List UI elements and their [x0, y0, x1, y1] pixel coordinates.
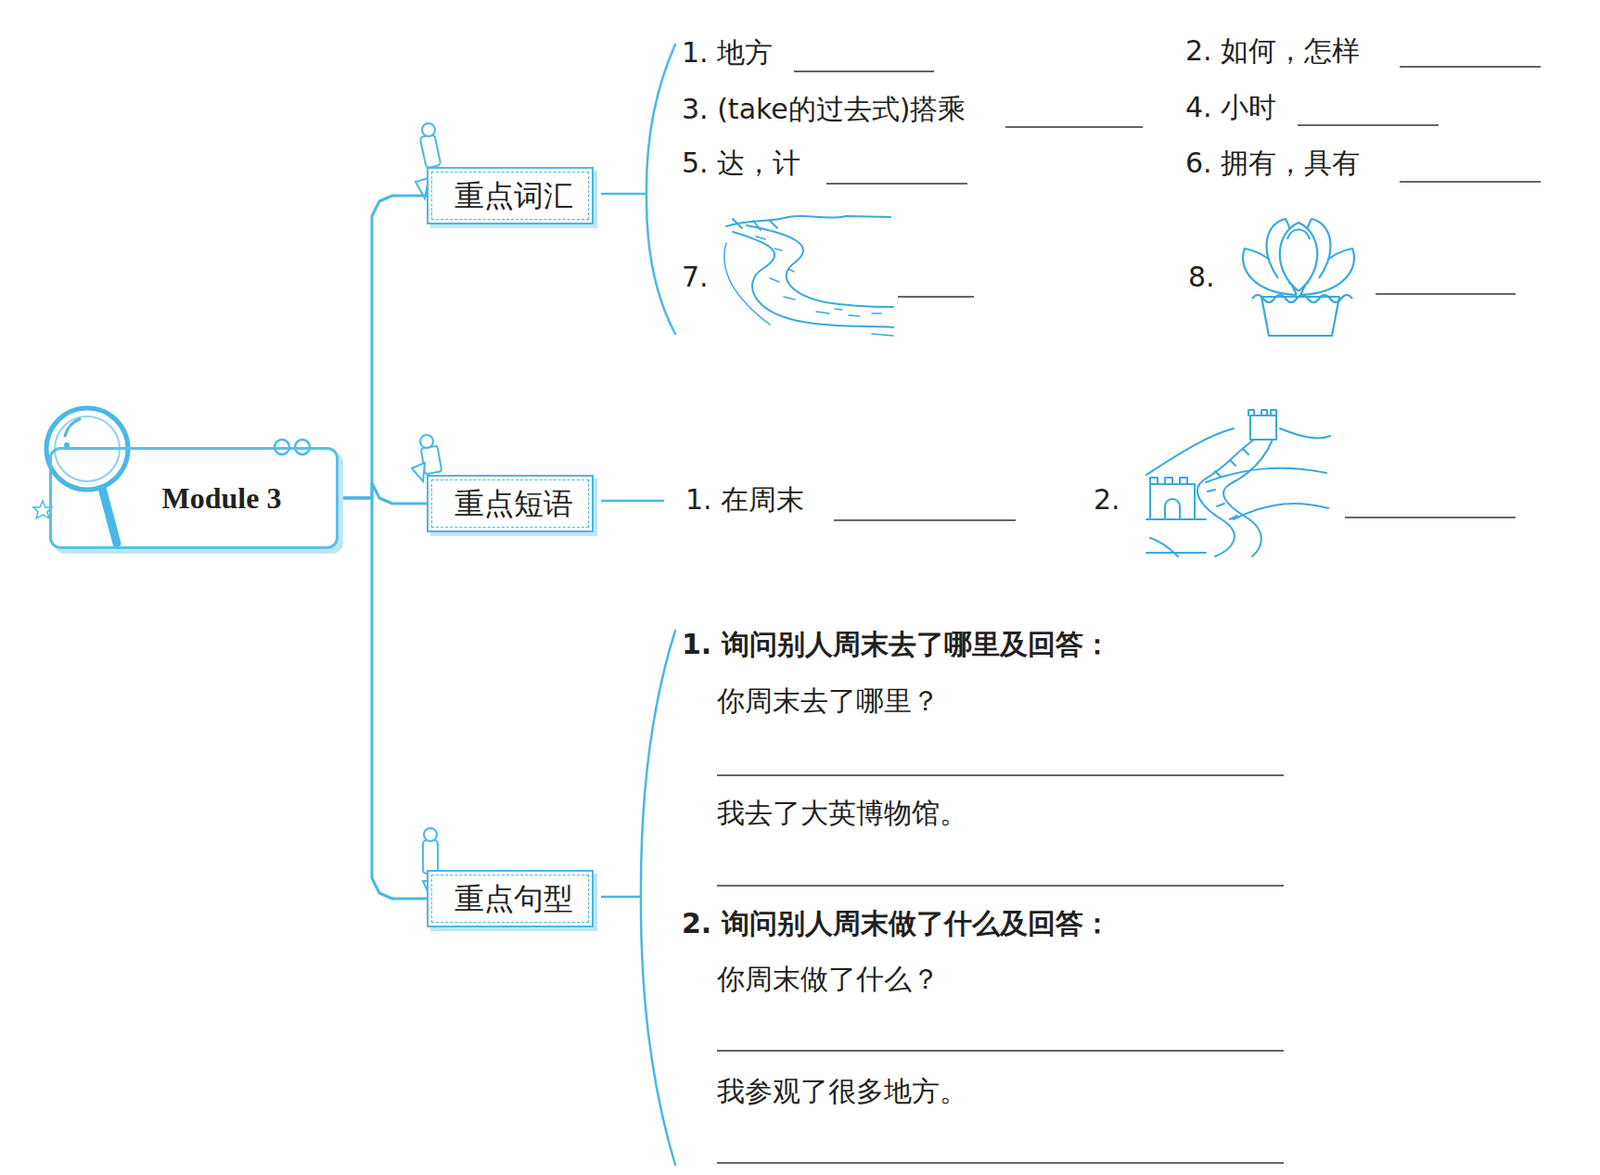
vocab-item: 3. (take的过去式)搭乘 [681, 92, 966, 127]
sentence-heading: 1. 询问别人周末去了哪里及回答： [681, 627, 1112, 662]
module-box: Module 3 [49, 447, 339, 550]
box-label: 重点词汇 [431, 171, 589, 220]
vocab-box: 重点词汇 [426, 166, 594, 225]
answer-blanks [716, 66, 1541, 1164]
brackets [601, 44, 676, 1165]
vocab-item: 6. 拥有，具有 [1185, 146, 1360, 180]
bracket [646, 44, 676, 334]
phrase-item: 1. 在周末 [685, 483, 805, 517]
flower-picture [1242, 218, 1355, 336]
item-number: 2. [1093, 483, 1121, 517]
sentence-prompt: 我去了大英博物馆。 [716, 796, 968, 831]
vocab-item: 5. 达，计 [681, 146, 801, 180]
item-number: 7. [681, 260, 709, 295]
magnifier-icon [33, 408, 310, 544]
branch-connector [338, 483, 427, 504]
branch-connector [338, 195, 427, 499]
branch-line [601, 499, 664, 503]
river-picture [724, 216, 894, 336]
sentence-prompt: 你周末去了哪里？ [716, 684, 940, 718]
branch-connector [338, 498, 427, 899]
vocab-item: 4. 小时 [1185, 90, 1277, 125]
item-number: 8. [1188, 260, 1216, 295]
box-label: Module 3 [162, 481, 282, 516]
vocab-item: 1. 地方 [681, 36, 773, 70]
sentence-box: 重点句型 [426, 870, 594, 928]
bracket [640, 630, 676, 1165]
vocab-item: 2. 如何，怎样 [1185, 34, 1360, 68]
phrase-box: 重点短语 [426, 474, 594, 533]
sentence-prompt: 你周末做了什么？ [716, 962, 940, 997]
box-label: 重点短语 [431, 479, 589, 528]
sentence-heading: 2. 询问别人周末做了什么及回答： [681, 907, 1112, 941]
branch-line [601, 896, 641, 899]
sentence-prompt: 我参观了很多地方。 [716, 1075, 968, 1109]
great-wall-picture [1146, 409, 1331, 557]
box-label: 重点句型 [431, 874, 589, 923]
branch-line [601, 192, 647, 196]
